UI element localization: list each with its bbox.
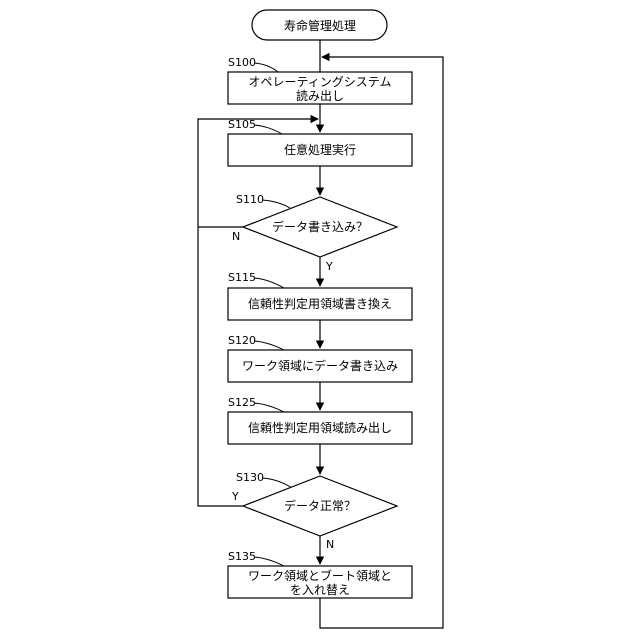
step-label-s105: S105 (228, 118, 256, 131)
step-label-s110: S110 (236, 193, 264, 206)
leader-s120 (254, 341, 284, 350)
process-s125-line1: 信頼性判定用領域読み出し (248, 420, 392, 435)
step-label-s135: S135 (228, 550, 256, 563)
leader-s105 (254, 125, 282, 134)
process-s100-line1: オペレーティングシステム (249, 75, 392, 89)
decision-s130-no-label: N (326, 538, 334, 551)
decision-s110-no-label: N (232, 230, 240, 243)
step-label-s125: S125 (228, 396, 256, 409)
leader-s100 (254, 63, 278, 72)
step-label-s100: S100 (228, 56, 256, 69)
process-s135-line1: ワーク領域とブート領域と (248, 568, 392, 583)
process-s105-line1: 任意処理実行 (284, 142, 356, 157)
process-s120-line1: ワーク領域にデータ書き込み (242, 358, 398, 373)
step-label-s130: S130 (236, 471, 264, 484)
process-s115-line1: 信頼性判定用領域書き換え (248, 296, 392, 311)
leader-s110 (262, 200, 290, 208)
leader-s125 (254, 403, 284, 412)
step-label-s120: S120 (228, 334, 256, 347)
decision-s110-yes-label: Y (325, 260, 333, 273)
process-s135-line2: を入れ替え (290, 583, 350, 597)
decision-s130-yes-label: Y (231, 490, 239, 503)
step-label-s115: S115 (228, 271, 256, 284)
leader-s130 (262, 478, 292, 488)
decision-s130-label: データ正常？ (284, 498, 356, 513)
decision-s110-label: データ書き込み？ (272, 219, 368, 234)
leader-s135 (254, 557, 284, 566)
process-s100-line2: 読み出し (296, 88, 344, 103)
start-terminal-label: 寿命管理処理 (284, 18, 356, 33)
leader-s115 (254, 278, 284, 288)
